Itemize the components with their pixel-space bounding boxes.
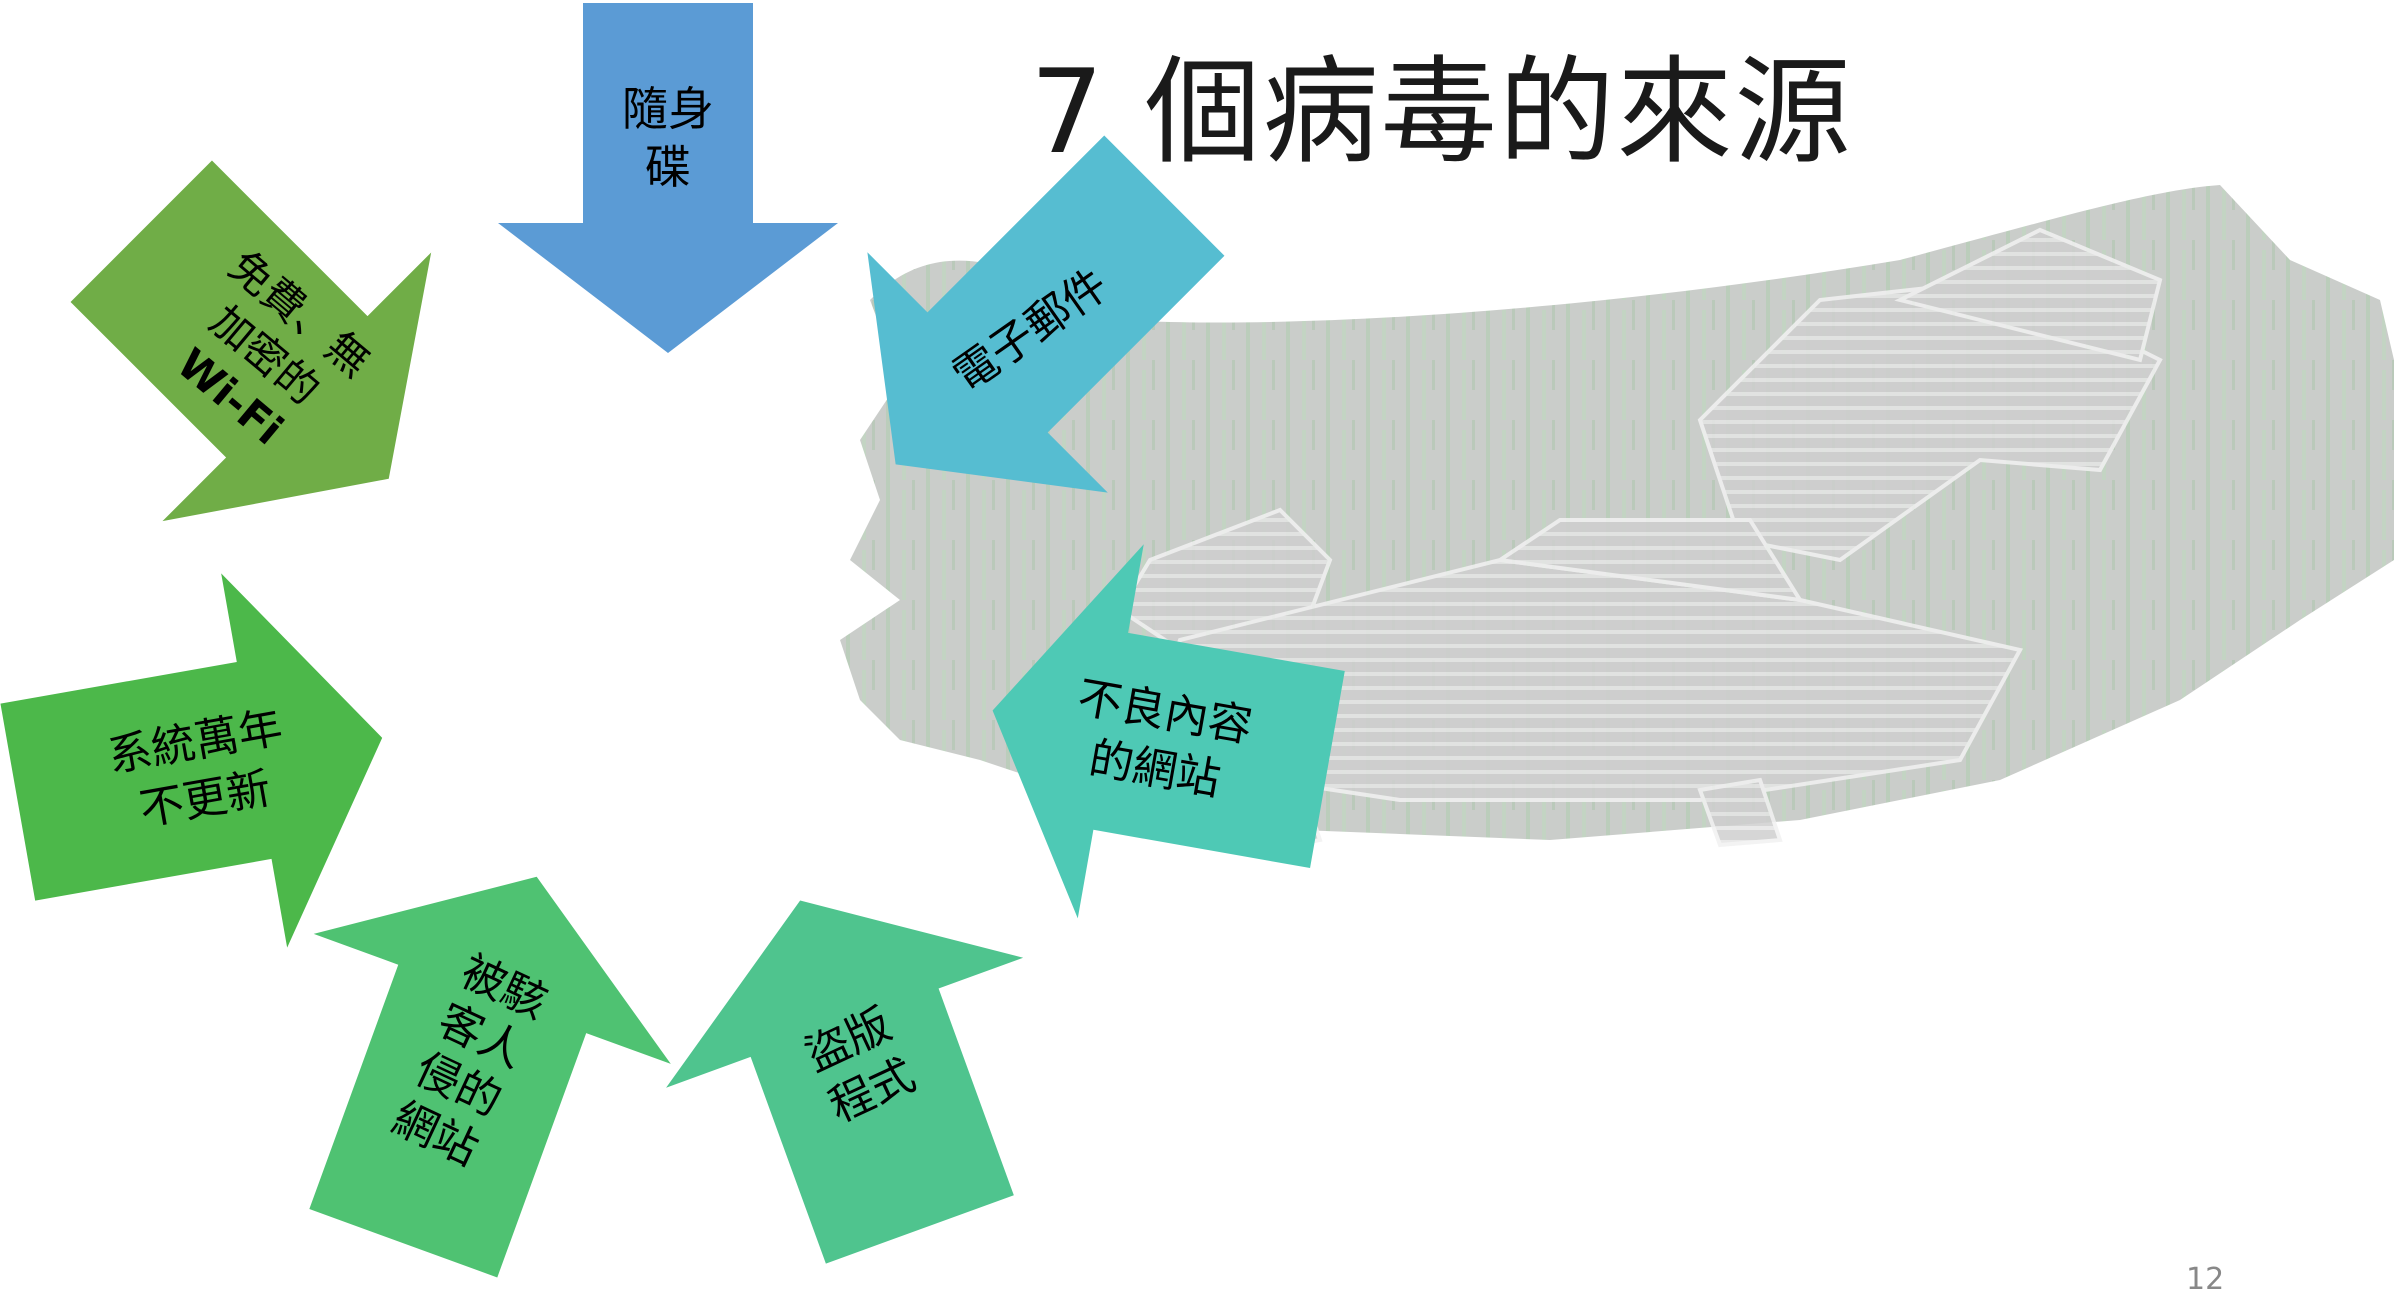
arrow-shape	[666, 900, 1024, 1264]
slide-title: 7 個病毒的來源	[1030, 45, 1853, 180]
arrow-badsite: 不良內容的網站	[992, 544, 1345, 919]
arrow-pirate: 盜版程式	[666, 900, 1024, 1264]
arrow-label-line: 隨身	[622, 82, 714, 136]
arrow-usb: 隨身碟	[498, 3, 838, 353]
page-number: 12	[2186, 1262, 2225, 1297]
arrow-shape	[992, 544, 1345, 919]
arrow-outdated: 系統萬年不更新	[0, 573, 383, 948]
arrow-shape	[498, 3, 838, 353]
arrow-hacked: 被駭客人侵的網站	[309, 876, 671, 1278]
arrow-wifi: 免費、無加密的Wi-Fi	[70, 160, 432, 522]
arrow-label-line: 碟	[645, 140, 691, 194]
arrow-shape	[867, 135, 1225, 493]
arrow-shape	[70, 160, 432, 522]
arrow-shape	[0, 573, 383, 948]
arrow-shape	[309, 876, 671, 1278]
arrow-label: 被駭客人侵的網站	[385, 946, 555, 1176]
arrow-email: 電子郵件	[867, 135, 1225, 493]
arrow-label: 隨身碟	[622, 82, 714, 194]
